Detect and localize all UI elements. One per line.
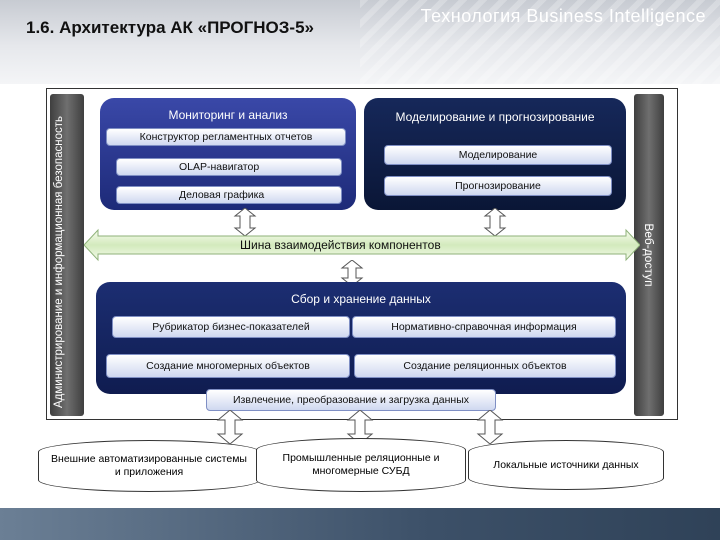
modeling-title: Моделирование и прогнозирование — [395, 110, 595, 124]
storage-title: Сбор и хранение данных — [291, 292, 431, 306]
etl-bar: Извлечение, преобразование и загрузка да… — [206, 389, 496, 411]
admin-security-sidebar — [50, 94, 84, 416]
forecasting-bar: Прогнозирование — [384, 176, 612, 196]
bus-label: Шина взаимодействия компонентов — [240, 238, 441, 252]
source-arrow-right — [476, 410, 504, 444]
page-title: 1.6. Архитектура АК «ПРОГНОЗ-5» — [26, 18, 314, 37]
admin-security-label: Администрирование и информационная безоп… — [53, 116, 65, 408]
relational-objects-bar: Создание реляционных объектов — [354, 354, 616, 378]
source-arrows — [216, 410, 504, 444]
bus-storage-arrow — [340, 260, 364, 286]
olap-navigator-bar: OLAP-навигатор — [116, 158, 342, 176]
business-indicators-bar: Рубрикатор бизнес-показателей — [112, 316, 350, 338]
report-builder-bar: Конструктор регламентных отчетов — [106, 128, 346, 146]
source-external-label: Внешние автоматизированные системы и при… — [51, 453, 247, 478]
footer-banner — [0, 508, 720, 540]
footer-tagline: Технология Business Intelligence — [420, 6, 706, 26]
modeling-bar: Моделирование — [384, 145, 612, 165]
header-banner — [0, 0, 720, 84]
header-decoration — [360, 0, 720, 84]
web-access-sidebar — [634, 94, 664, 416]
business-graphics-bar: Деловая графика — [116, 186, 342, 204]
source-external-systems: Внешние автоматизированные системы и при… — [38, 440, 260, 492]
source-industrial-dbms: Промышленные реляционные и многомерные С… — [256, 438, 466, 492]
source-dbms-label: Промышленные реляционные и многомерные С… — [282, 452, 440, 477]
reference-info-bar: Нормативно-справочная информация — [352, 316, 616, 338]
source-arrow-mid — [346, 410, 374, 444]
monitoring-title: Мониторинг и анализ — [168, 108, 288, 122]
source-arrow-left — [216, 410, 244, 444]
source-local-label: Локальные источники данных — [493, 458, 639, 471]
multidim-objects-bar: Создание многомерных объектов — [106, 354, 350, 378]
source-local-data: Локальные источники данных — [468, 440, 664, 490]
bus-arrow — [84, 228, 640, 262]
